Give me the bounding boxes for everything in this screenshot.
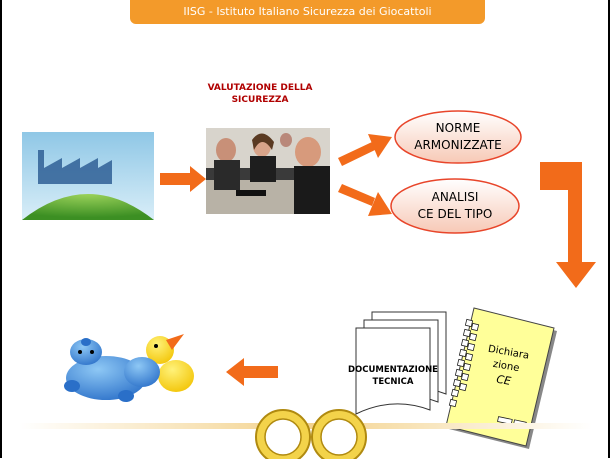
checkbox-column xyxy=(448,318,480,408)
toys-image xyxy=(64,334,194,402)
arrow-bent-down xyxy=(540,162,596,288)
norme-line1: NORME xyxy=(435,121,481,135)
logo-sicurezza-controllata xyxy=(311,409,367,459)
evaluation-heading-line2: SICUREZZA xyxy=(231,95,289,105)
analisi-line2: CE DEL TIPO xyxy=(417,207,493,221)
analisi-line1: ANALISI xyxy=(431,190,479,204)
factory-image xyxy=(22,132,154,220)
documentation-label: DOCUMENTAZIONE TECNICA xyxy=(340,364,446,388)
signature-box xyxy=(497,416,513,425)
logo-giocattoli-sicuri xyxy=(255,409,311,459)
header-title: IISG - Istituto Italiano Sicurezza dei G… xyxy=(183,5,432,18)
documentation-line1: DOCUMENTAZIONE xyxy=(348,365,438,375)
declaration-note xyxy=(445,307,557,449)
norme-label: NORME ARMONIZZATE xyxy=(398,120,518,154)
evaluation-heading: VALUTAZIONE DELLA SICUREZZA xyxy=(180,82,340,106)
documentation-line2: TECNICA xyxy=(372,377,414,387)
arrow-right-1 xyxy=(160,166,206,192)
arrow-up-right xyxy=(338,134,392,166)
meeting-photo xyxy=(206,128,330,214)
analisi-label: ANALISI CE DEL TIPO xyxy=(395,189,515,223)
norme-ellipse xyxy=(394,110,522,164)
evaluation-heading-line1: VALUTAZIONE DELLA xyxy=(207,83,313,93)
arrow-left xyxy=(226,358,278,386)
norme-line2: ARMONIZZATE xyxy=(414,138,502,152)
arrow-down-right xyxy=(338,184,392,216)
header-bar xyxy=(130,0,485,24)
analisi-ellipse xyxy=(390,178,520,234)
documents-stack xyxy=(355,311,447,415)
